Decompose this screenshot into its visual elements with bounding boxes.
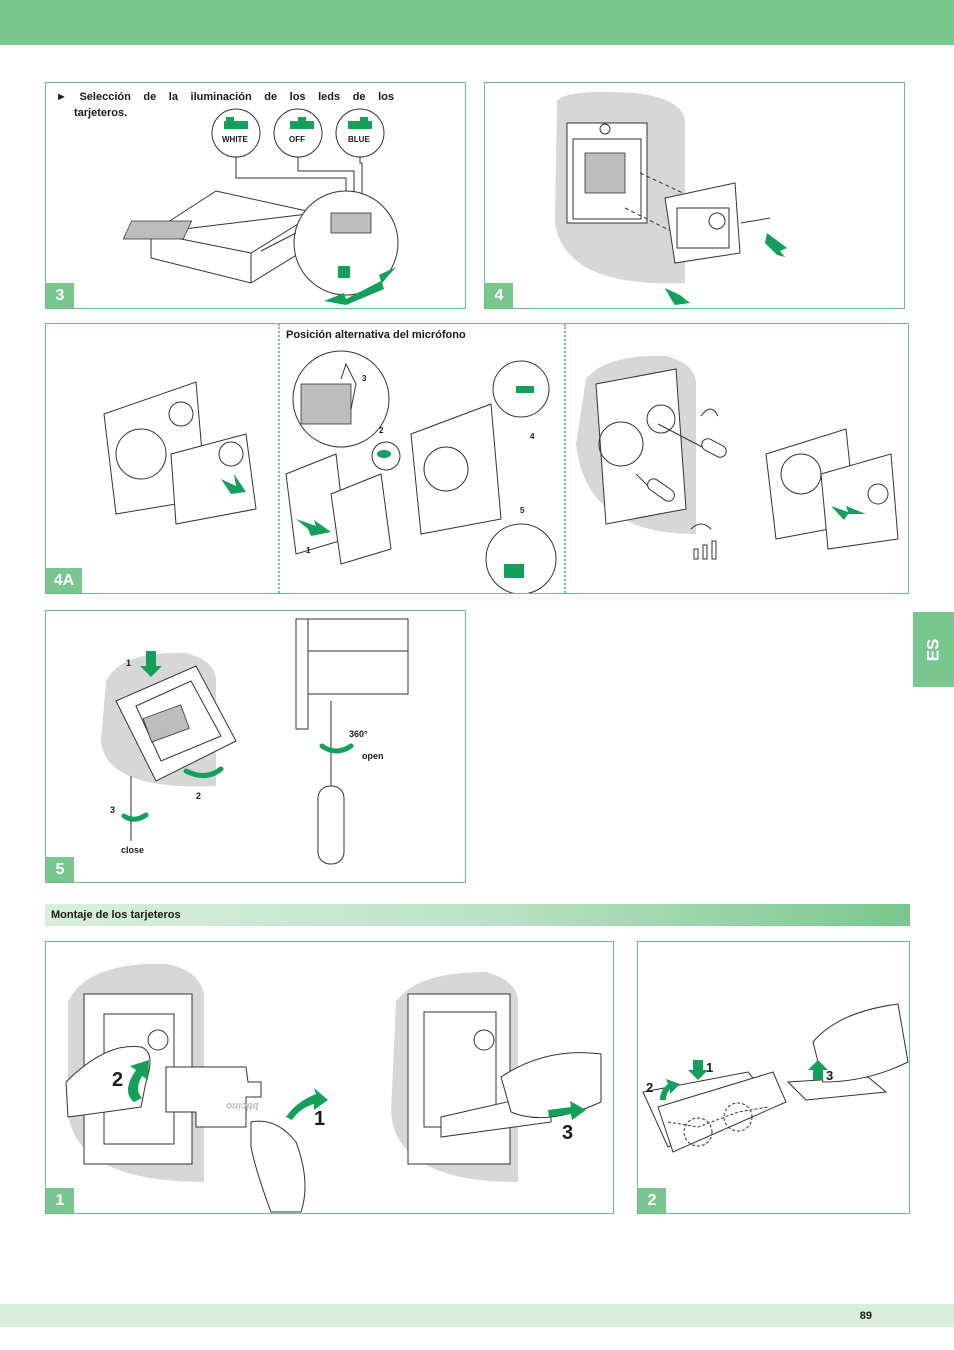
callout-1-1: 1 [314, 1108, 326, 1130]
step-badge-1: 1 [46, 1188, 74, 1213]
panel-4a-title: Posición alternativa del micrófono [286, 329, 466, 341]
language-tab: ES [913, 612, 954, 687]
section-title: Montaje de los tarjeteros [51, 909, 181, 921]
panel-step-2: 1 2 3 2 [637, 941, 910, 1214]
frame-closing-illustration [101, 618, 409, 865]
panel-step-4a: Posición alternativa del micrófono [45, 323, 909, 594]
callout-4a-1: 1 [306, 546, 311, 555]
panel-3-title-line1: ► Selección de la iluminación de los led… [56, 91, 394, 103]
close-label: close [121, 845, 145, 855]
callout-5-2: 2 [196, 791, 202, 801]
language-tab-label: ES [923, 638, 943, 661]
led-option-off: OFF [289, 135, 305, 144]
step-badge-4a: 4A [46, 568, 82, 593]
step-badge-2: 2 [638, 1188, 666, 1213]
callout-1-2: 2 [112, 1069, 124, 1091]
step-badge-5: 5 [46, 857, 74, 882]
card-holder-logo: bticino [226, 1100, 259, 1111]
callout-4a-4: 4 [530, 432, 535, 441]
led-option-white: WHITE [222, 135, 248, 144]
separator-2 [564, 324, 566, 593]
callout-1-3: 3 [562, 1122, 574, 1144]
top-band [0, 0, 954, 45]
angle-label: 360° [349, 729, 368, 739]
module-mounting-illustration [555, 92, 787, 305]
card-holder-removal-illustration [65, 963, 602, 1213]
page-number: 89 [859, 1310, 872, 1322]
callout-5-1: 1 [126, 658, 132, 668]
step-badge-4: 4 [485, 283, 513, 308]
callout-4a-2: 2 [379, 426, 384, 435]
panel-step-5: 1 2 3 360° open close 5 [45, 610, 466, 883]
panel-3-title-line2: tarjeteros. [74, 107, 128, 119]
card-insertion-illustration [642, 1003, 909, 1153]
panel-step-4: 4 [484, 82, 905, 309]
panel-step-3: ► Selección de la iluminación de los led… [45, 82, 466, 309]
step-badge-3: 3 [46, 283, 74, 308]
panel-step-1: 2 1 3 bticino 1 [45, 941, 614, 1214]
callout-2-2: 2 [646, 1080, 654, 1095]
panel-3-title: ► Selección de la iluminación de los led… [56, 89, 394, 105]
callout-2-3: 3 [826, 1068, 834, 1083]
bottom-band [0, 1304, 954, 1327]
led-selector-illustration [122, 108, 399, 305]
separator-1 [278, 324, 280, 593]
led-option-blue: BLUE [348, 135, 370, 144]
microphone-illustration [103, 350, 899, 593]
panel-3-title-2: tarjeteros. [74, 105, 127, 121]
callout-4a-5: 5 [520, 506, 525, 515]
callout-2-1: 1 [706, 1060, 714, 1075]
callout-5-3: 3 [110, 805, 116, 815]
section-title-bar: Montaje de los tarjeteros [45, 904, 910, 926]
callout-4a-3: 3 [362, 374, 367, 383]
open-label: open [362, 751, 384, 761]
